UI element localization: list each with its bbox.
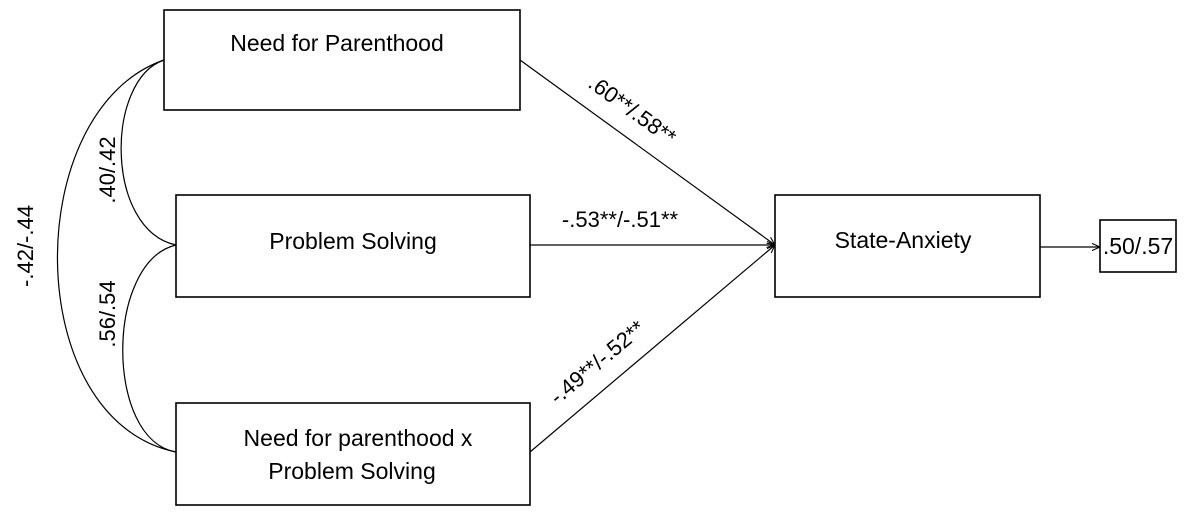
correlation-arc-need-interaction xyxy=(56,59,177,453)
box-r-squared xyxy=(1099,219,1177,273)
path-arrow-need-to-anxiety xyxy=(519,59,775,245)
box-problem-solving xyxy=(175,194,531,298)
label-need-for-parenthood: Need for Parenthood xyxy=(230,30,444,56)
corr-problem-interaction: .56/.54 xyxy=(95,280,120,347)
box-interaction xyxy=(175,402,531,506)
label-r-squared: .50/.57 xyxy=(1103,233,1173,259)
coef-problem-to-anxiety: -.53**/-.51** xyxy=(562,207,679,232)
path-arrow-interaction-to-anxiety xyxy=(529,245,775,453)
label-state-anxiety: State-Anxiety xyxy=(835,227,972,253)
box-need-for-parenthood xyxy=(163,9,521,111)
coef-need-to-anxiety: .60**/.58** xyxy=(584,70,681,150)
correlation-arc-problem-interaction xyxy=(122,244,177,453)
label-interaction-line1: Need for parenthood x xyxy=(244,425,473,451)
correlation-arc-need-problem xyxy=(120,59,177,246)
label-problem-solving: Problem Solving xyxy=(269,228,436,254)
corr-need-interaction: -.42/-.44 xyxy=(13,205,38,287)
box-state-anxiety xyxy=(774,194,1041,298)
label-interaction-line2: Problem Solving xyxy=(268,458,435,484)
corr-need-problem: .40/.42 xyxy=(95,136,120,203)
